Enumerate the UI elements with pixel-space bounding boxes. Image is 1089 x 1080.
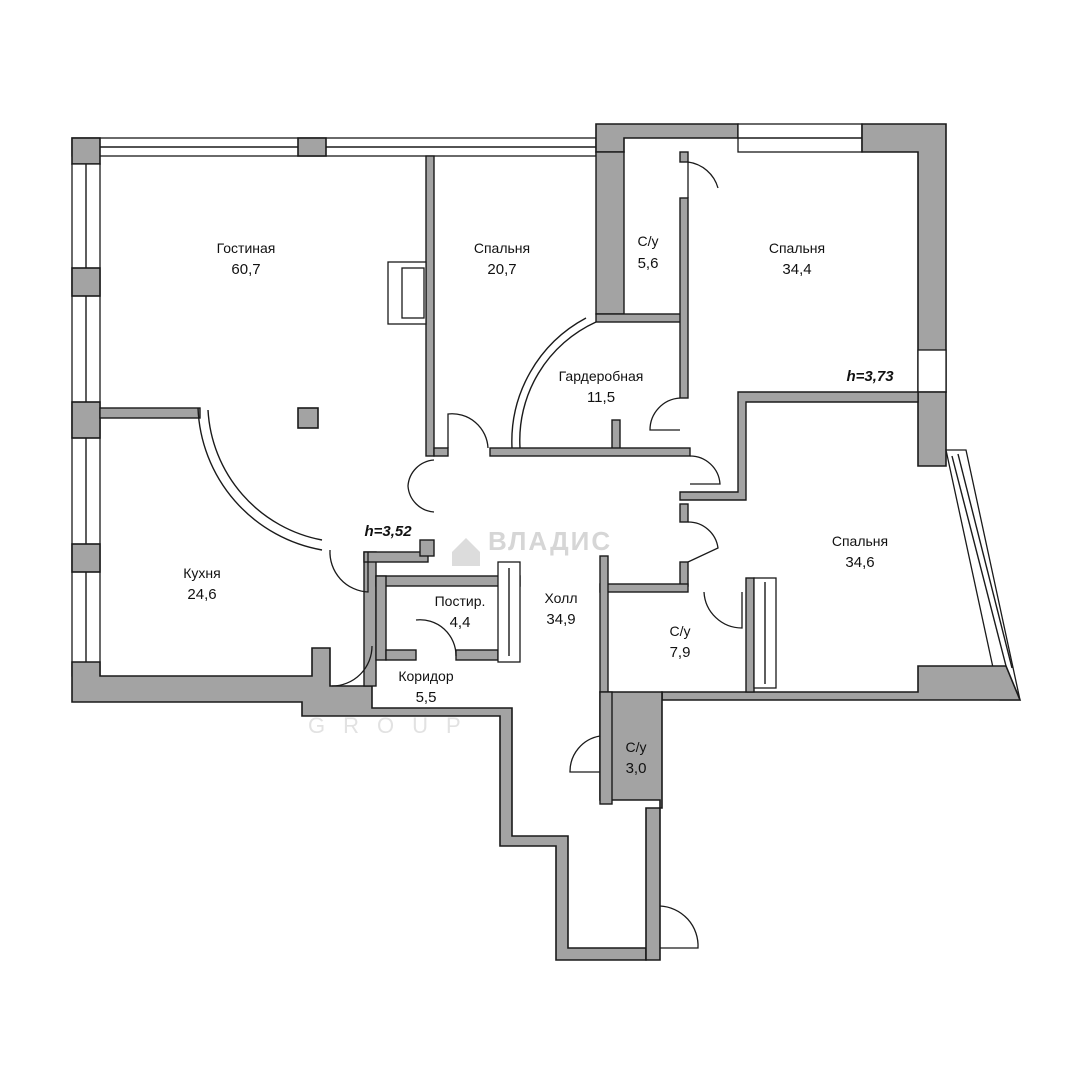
room-name-living: Гостиная xyxy=(217,240,276,256)
room-name-corridor: Коридор xyxy=(398,668,454,684)
door-entrance xyxy=(659,905,699,949)
room-name-hall: Холл xyxy=(545,590,578,606)
door-bed2 xyxy=(689,455,721,485)
corner-top-left xyxy=(71,137,101,165)
room-area-wc1: 5,6 xyxy=(638,255,659,272)
room-area-wardrobe: 11,5 xyxy=(587,389,615,406)
room-area-wc3: 3,0 xyxy=(626,760,647,777)
room-area-bed1: 20,7 xyxy=(487,261,516,278)
column xyxy=(297,407,319,429)
door-laundry xyxy=(415,619,457,657)
door-bed1 xyxy=(447,413,489,449)
room-name-wardrobe: Гардеробная xyxy=(559,368,644,384)
room-name-bed3: Спальня xyxy=(832,533,888,549)
ceiling-height-left: h=3,52 xyxy=(364,523,412,540)
room-area-corridor: 5,5 xyxy=(416,689,437,706)
room-area-bed3: 34,6 xyxy=(845,554,874,571)
watermark-brand: ВЛАДИС xyxy=(488,526,612,556)
doors xyxy=(329,161,743,949)
door-wc2 xyxy=(703,591,743,629)
room-area-living: 60,7 xyxy=(231,261,260,278)
door-wardrobe xyxy=(649,397,681,431)
ceiling-height-right: h=3,73 xyxy=(846,368,894,385)
room-area-kitchen: 24,6 xyxy=(187,586,216,603)
room-area-hall: 34,9 xyxy=(546,611,575,628)
watermark: ВЛАДИС GROUP xyxy=(308,526,612,738)
door-bed3 xyxy=(687,521,719,563)
room-area-laundry: 4,4 xyxy=(450,614,471,631)
watermark-logo-icon xyxy=(452,538,480,566)
outer-walls xyxy=(71,123,1022,961)
door-double-hall xyxy=(407,459,435,513)
room-name-kitchen: Кухня xyxy=(183,565,220,581)
room-area-bed2: 34,4 xyxy=(782,261,811,278)
door-corridor xyxy=(331,645,373,687)
watermark-group: GROUP xyxy=(308,713,479,738)
inner-walls xyxy=(99,151,919,805)
door-wc3 xyxy=(569,735,601,773)
wall-right-lower xyxy=(661,665,1022,701)
door-wc1 xyxy=(687,161,719,198)
room-name-laundry: Постир. xyxy=(435,593,486,609)
room-name-wc3: С/у xyxy=(626,739,647,755)
room-labels: Гостиная 60,7 Спальня 20,7 С/у 5,6 Спаль… xyxy=(183,233,894,777)
room-name-bed1: Спальня xyxy=(474,240,530,256)
room-name-wc1: С/у xyxy=(638,233,659,249)
door-kitchen xyxy=(329,549,369,593)
room-name-bed2: Спальня xyxy=(769,240,825,256)
wall-bottom-left xyxy=(71,647,647,961)
pier-top xyxy=(297,137,327,157)
room-area-wc2: 7,9 xyxy=(670,644,691,661)
room-name-wc2: С/у xyxy=(670,623,691,639)
